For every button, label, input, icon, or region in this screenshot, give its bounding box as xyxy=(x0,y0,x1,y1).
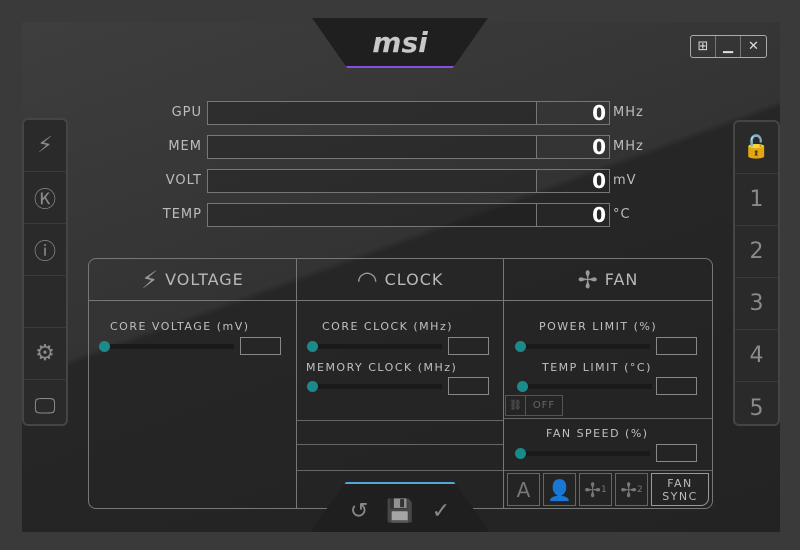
core-clock-label: CORE CLOCK (MHz) xyxy=(322,320,454,333)
monitor-temp: TEMP 0°C xyxy=(130,203,650,227)
clock-section: ◠ CLOCK xyxy=(297,259,504,508)
close-button[interactable]: ✕ xyxy=(748,39,759,54)
divider xyxy=(504,470,712,471)
fan-1-button[interactable]: ✢1 xyxy=(579,473,612,506)
slider-knob[interactable] xyxy=(515,341,526,352)
fan-icon: ✢ xyxy=(584,477,602,502)
monitor-bar xyxy=(207,101,537,125)
bottom-actions: ↺ 💾 ✓ xyxy=(310,482,490,532)
monitor-icon[interactable]: 🖵 xyxy=(34,393,56,419)
memory-clock-input[interactable] xyxy=(448,377,489,395)
fan-speed-input[interactable] xyxy=(656,444,697,462)
fan-icon: ✢ xyxy=(620,477,638,502)
slider-knob[interactable] xyxy=(515,448,526,459)
core-clock-input[interactable] xyxy=(448,337,489,355)
monitor-label: VOLT xyxy=(165,173,202,188)
k-boost-icon[interactable]: Ⓚ xyxy=(24,172,66,224)
fan-section: ✢ FAN xyxy=(504,259,712,508)
divider xyxy=(297,470,503,471)
monitor-unit: MHz xyxy=(613,105,644,120)
divider xyxy=(297,420,503,421)
slider-knob[interactable] xyxy=(307,341,318,352)
monitor-label: TEMP xyxy=(162,207,202,222)
profile-sidebar: 🔓 1 2 3 4 5 xyxy=(733,120,780,426)
apply-icon[interactable]: ✓ xyxy=(431,498,451,524)
slider-knob[interactable] xyxy=(307,381,318,392)
fan-icon: ✢ xyxy=(577,265,599,294)
reset-icon[interactable]: ↺ xyxy=(349,498,369,524)
lock-icon[interactable]: 🔓 xyxy=(735,122,778,174)
info-icon[interactable]: ⓘ xyxy=(24,224,66,276)
temp-limit-input[interactable] xyxy=(656,377,697,395)
power-limit-input[interactable] xyxy=(656,337,697,355)
monitor-bar xyxy=(207,203,537,227)
divider xyxy=(297,444,503,445)
link-state: OFF xyxy=(532,400,556,411)
left-sidebar: ⚡ Ⓚ ⓘ ⚙ 🖵 xyxy=(22,118,68,426)
auto-label: A xyxy=(516,477,531,502)
monitor-value: 0 xyxy=(537,135,610,159)
temp-limit-slider[interactable] xyxy=(517,381,652,392)
control-panel: ⚡ VOLTAGE ◠ CLOCK ✢ FAN xyxy=(88,258,713,509)
temp-limit-label: TEMP LIMIT (°C) xyxy=(542,361,652,374)
profile-1[interactable]: 1 xyxy=(735,174,778,226)
profile-5[interactable]: 5 xyxy=(749,395,764,421)
core-voltage-label: CORE VOLTAGE (mV) xyxy=(110,320,250,333)
power-limit-label: POWER LIMIT (%) xyxy=(539,320,658,333)
fan-sync-label: FAN SYNC xyxy=(662,476,698,503)
monitor-value: 0 xyxy=(537,169,610,193)
fan-user-button[interactable]: 👤 xyxy=(543,473,576,506)
monitor-value: 0 xyxy=(537,101,610,125)
profile-3[interactable]: 3 xyxy=(735,278,778,330)
user-icon: 👤 xyxy=(547,477,572,502)
slider-knob[interactable] xyxy=(99,341,110,352)
lightning-icon: ⚡ xyxy=(141,265,160,294)
fan-2-button[interactable]: ✢2 xyxy=(615,473,648,506)
monitor-label: MEM xyxy=(168,139,202,154)
spacer xyxy=(24,276,66,328)
core-voltage-input[interactable] xyxy=(240,337,281,355)
kombustor-icon[interactable]: ⚡ xyxy=(24,120,66,172)
brand-text: msi xyxy=(372,26,428,59)
memory-clock-slider[interactable] xyxy=(307,381,442,392)
clock-title: CLOCK xyxy=(384,270,444,289)
voltage-section: ⚡ VOLTAGE xyxy=(89,259,297,508)
monitor-unit: MHz xyxy=(613,139,644,154)
memory-clock-label: MEMORY CLOCK (MHz) xyxy=(306,361,458,374)
monitor-bar xyxy=(207,169,537,193)
link-icon: ⛓ xyxy=(506,396,526,415)
minimize-button[interactable]: ▁ xyxy=(716,36,741,57)
fan-1-label: 1 xyxy=(601,484,607,495)
monitor-value: 0 xyxy=(537,203,610,227)
fan-title: FAN xyxy=(604,270,639,289)
speedometer-icon: ◠ xyxy=(356,265,379,294)
power-limit-slider[interactable] xyxy=(515,341,650,352)
link-toggle[interactable]: ⛓ OFF xyxy=(505,395,563,416)
monitor-label: GPU xyxy=(171,105,202,120)
core-clock-slider[interactable] xyxy=(307,341,442,352)
monitor-unit: °C xyxy=(613,207,631,222)
fan-sync-button[interactable]: FAN SYNC xyxy=(651,473,709,506)
divider xyxy=(504,418,712,419)
profile-2[interactable]: 2 xyxy=(735,226,778,278)
monitor-unit: mV xyxy=(613,173,637,188)
profile-4[interactable]: 4 xyxy=(735,330,778,382)
save-icon[interactable]: 💾 xyxy=(386,498,414,524)
core-voltage-slider[interactable] xyxy=(99,341,234,352)
windows-icon[interactable]: ⊞ xyxy=(691,36,716,57)
window-controls: ⊞ ▁ ✕ xyxy=(690,35,767,58)
fan-speed-slider[interactable] xyxy=(515,448,650,459)
monitor-bar xyxy=(207,135,537,159)
fan-2-label: 2 xyxy=(637,484,643,495)
fan-speed-label: FAN SPEED (%) xyxy=(546,427,649,440)
settings-icon[interactable]: ⚙ xyxy=(24,328,66,380)
msi-logo: msi xyxy=(312,18,488,68)
slider-knob[interactable] xyxy=(517,381,528,392)
main-window xyxy=(22,22,780,532)
fan-auto-button[interactable]: A xyxy=(507,473,540,506)
voltage-title: VOLTAGE xyxy=(165,270,244,289)
